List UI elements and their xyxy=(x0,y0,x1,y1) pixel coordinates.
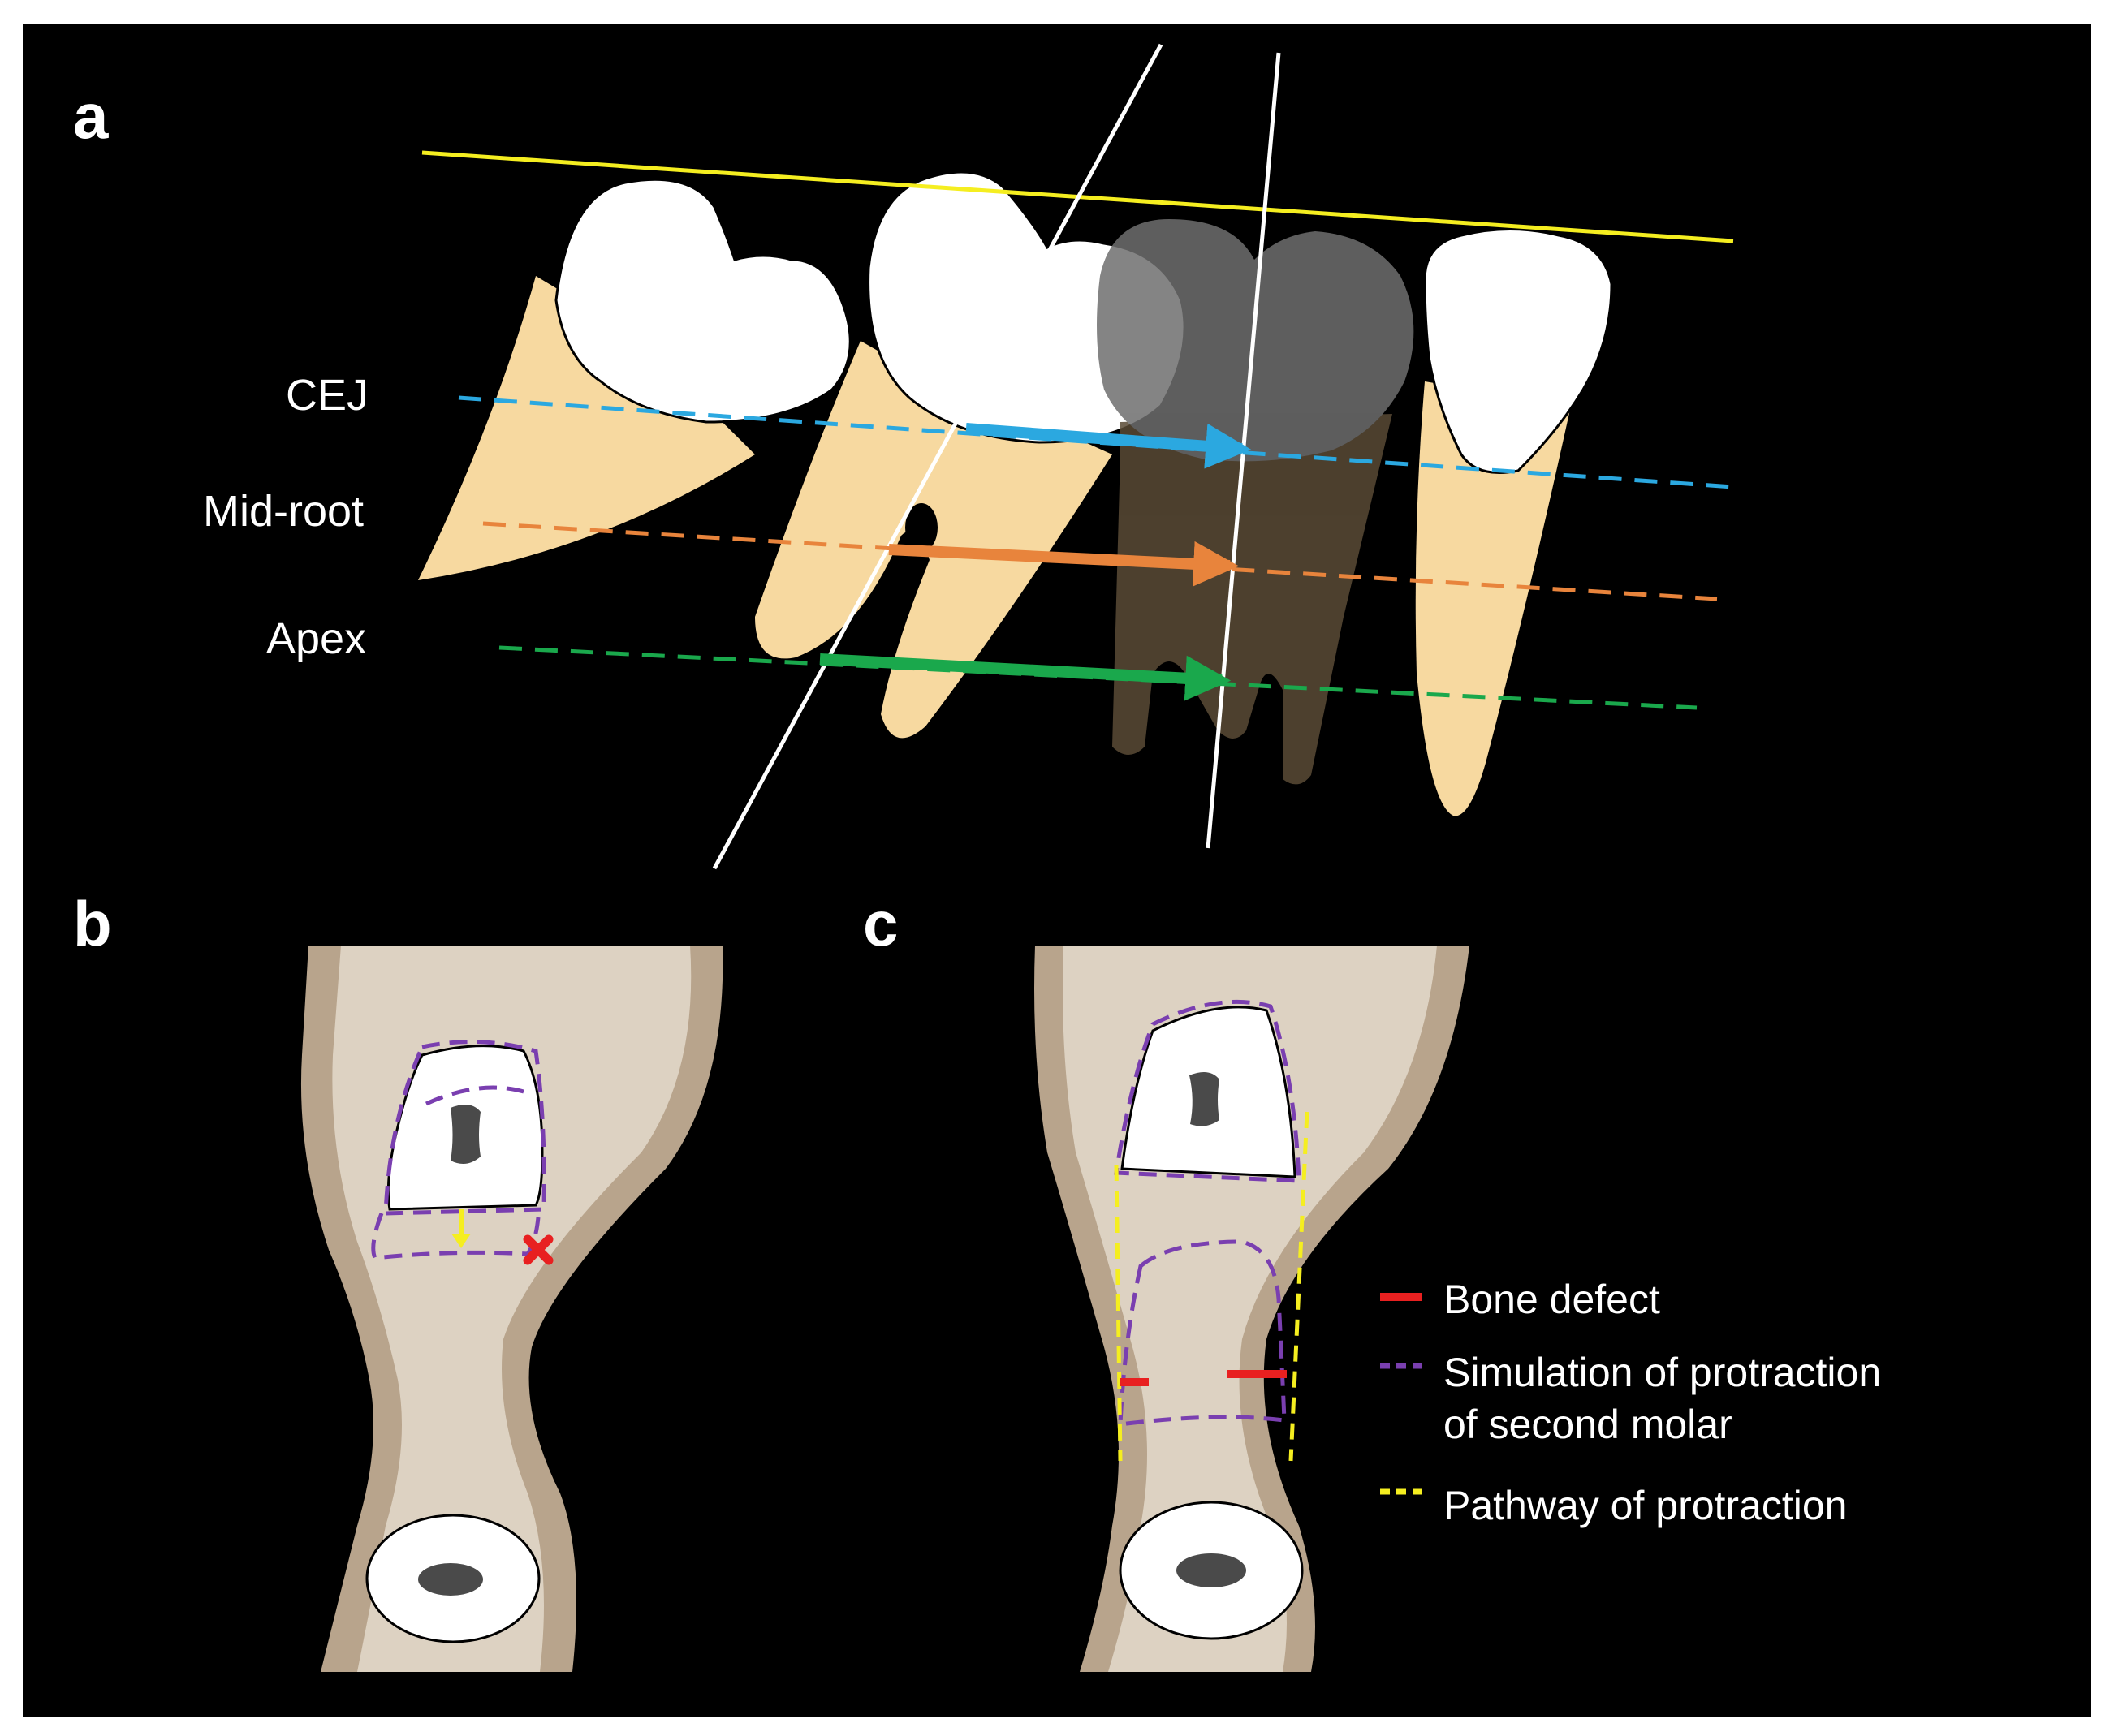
mid-root-label: Mid-root xyxy=(203,487,364,536)
apex-label: Apex xyxy=(266,614,366,663)
legend-simulation-label-line2: of second molar xyxy=(1443,1402,1732,1447)
panel-c-root-canal xyxy=(1189,1072,1219,1126)
premolar xyxy=(1415,228,1613,816)
third-molar-root xyxy=(418,276,755,580)
panel-b-simulation-outline-original xyxy=(383,1040,546,1216)
protracted-molar-crown xyxy=(1097,219,1414,462)
panel-c-pathway-line-left xyxy=(1114,1164,1123,1462)
panel-c-lower-root-canal xyxy=(1176,1553,1246,1587)
panel-c-label: c xyxy=(863,888,898,959)
apex-level-line xyxy=(498,645,1698,710)
panel-b-label: b xyxy=(73,888,112,959)
panel-b-protraction-arrowhead xyxy=(451,1234,471,1248)
panel-b-bone-defect-mark xyxy=(523,1234,554,1265)
panel-b: b xyxy=(73,888,723,1672)
legend-defect-label: Bone defect xyxy=(1443,1277,1660,1322)
panel-b-root-canal xyxy=(451,1105,481,1164)
cej-movement-arrow xyxy=(965,423,1252,469)
panel-c-simulation-outline-original xyxy=(1114,999,1301,1183)
panel-a-label: a xyxy=(73,80,109,152)
third-molar xyxy=(418,178,852,580)
third-molar-crown xyxy=(554,178,852,424)
panel-a: a xyxy=(73,43,1734,870)
apex-movement-arrow xyxy=(819,653,1232,701)
protracted-molar-shadow xyxy=(1097,219,1414,785)
panel-c-pathway-line-right xyxy=(1288,1111,1309,1462)
legend-simulation-label-line1: Simulation of protraction xyxy=(1443,1350,1881,1395)
cej-label: CEJ xyxy=(286,371,369,420)
panel-b-simulation-outline-inner xyxy=(425,1085,524,1106)
protracted-molar-root xyxy=(1112,414,1392,785)
panel-c: c xyxy=(863,888,1469,1672)
premolar-root xyxy=(1415,381,1571,816)
mid-root-movement-arrow xyxy=(888,541,1240,587)
long-axis-original xyxy=(712,43,1163,870)
premolar-crown xyxy=(1423,228,1613,474)
legend-pathway-label: Pathway of protraction xyxy=(1443,1483,1848,1528)
panel-b-lower-root-canal xyxy=(418,1563,483,1596)
legend: Bone defect Simulation of protraction of… xyxy=(1380,1277,1881,1528)
second-molar-furcation xyxy=(905,503,938,552)
